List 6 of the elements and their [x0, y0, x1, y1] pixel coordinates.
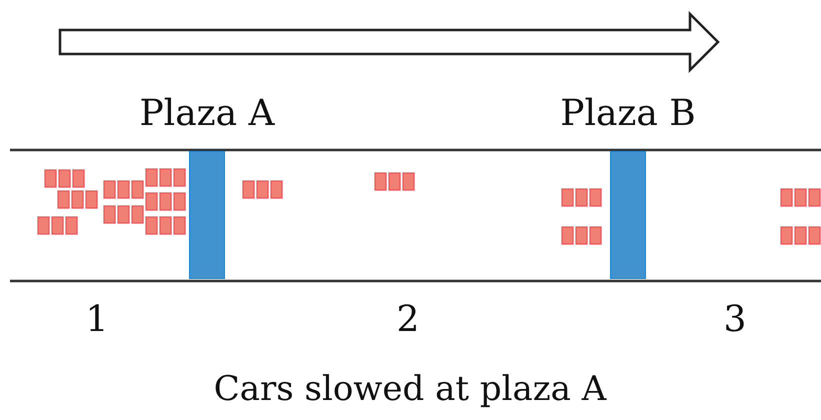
plaza-label: Plaza A [139, 96, 275, 132]
section-number: 3 [724, 302, 746, 338]
section-number: 1 [86, 302, 108, 338]
section-number: 2 [396, 302, 420, 338]
plaza-label: Plaza B [560, 96, 696, 132]
caption: Cars slowed at plaza A [214, 372, 606, 406]
